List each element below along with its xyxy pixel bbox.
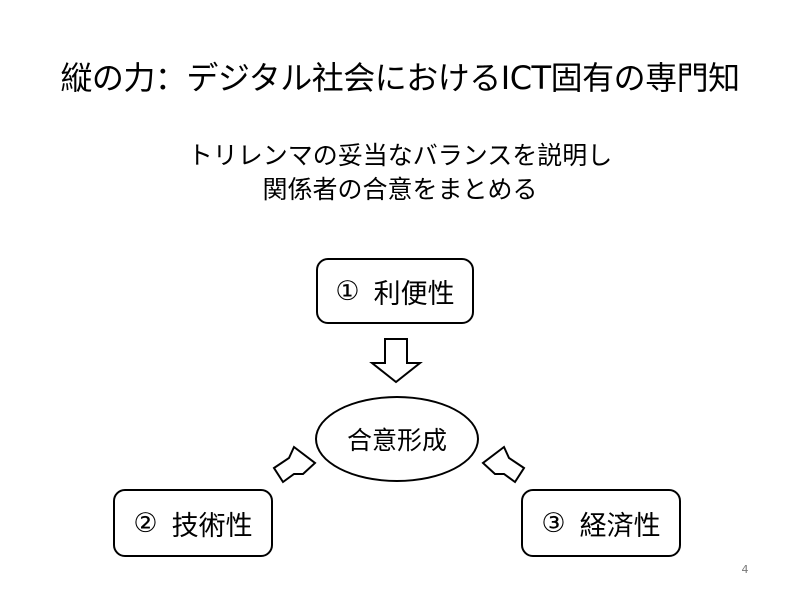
node-label: 技術性 xyxy=(171,510,253,542)
arrow-down-icon xyxy=(369,338,423,384)
node-number: ③ xyxy=(541,507,566,539)
node-label: 経済性 xyxy=(579,510,661,542)
node-convenience: ① 利便性 xyxy=(316,258,474,324)
subtitle-line-2: 関係者の合意をまとめる xyxy=(262,175,538,204)
page-number: 4 xyxy=(741,563,749,576)
node-economy: ③ 経済性 xyxy=(521,489,681,557)
node-number: ② xyxy=(133,507,158,539)
node-label: 利便性 xyxy=(373,278,455,310)
node-technology: ② 技術性 xyxy=(113,489,273,557)
consensus-ellipse: 合意形成 xyxy=(315,396,479,482)
slide-title: 縦の力：デジタル社会におけるICT固有の専門知 xyxy=(60,59,740,97)
arrow-up-right-icon xyxy=(272,445,317,484)
subtitle-line-1: トリレンマの妥当なバランスを説明し xyxy=(187,141,613,170)
arrow-up-left-icon xyxy=(481,445,526,484)
consensus-label: 合意形成 xyxy=(346,426,447,455)
node-number: ① xyxy=(335,275,360,307)
